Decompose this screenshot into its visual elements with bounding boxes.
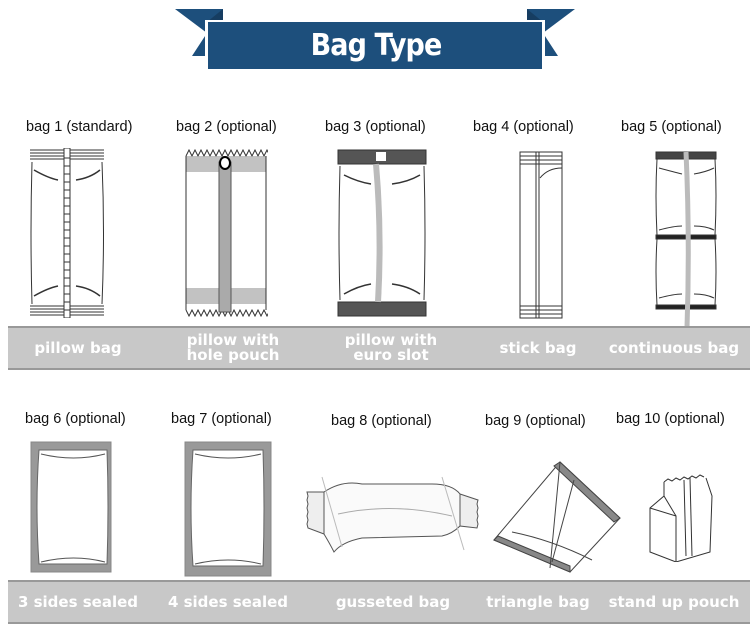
continuous-bag-name-text: continuous bag	[608, 338, 740, 357]
stick-bag-name-text: stick bag	[499, 338, 577, 357]
bag-1-label: bag 1 (standard)	[26, 119, 133, 135]
stick-bag-illustration	[519, 151, 563, 319]
hole-pouch-name-line2: hole pouch	[186, 346, 280, 364]
three-sides-sealed-name: 3 sides sealed	[17, 592, 139, 611]
euro-slot-illustration	[337, 149, 427, 317]
three-sides-sealed-illustration	[30, 441, 112, 573]
hole-pouch-illustration	[185, 148, 268, 318]
continuous-bag-illustration	[655, 151, 717, 328]
pillow-bag-illustration	[30, 148, 104, 318]
stick-bag-name: stick bag	[478, 328, 598, 368]
stand-up-pouch-name: stand up pouch	[608, 592, 740, 611]
pillow-bag-name: pillow bag	[8, 328, 148, 368]
continuous-bag-name: continuous bag	[598, 328, 750, 368]
stand-up-pouch-illustration	[649, 474, 713, 562]
bag-5-label: bag 5 (optional)	[621, 119, 722, 135]
bag-4-label: bag 4 (optional)	[473, 119, 574, 135]
row2-name-bar: 3 sides sealed 4 sides sealed gusseted b…	[8, 580, 750, 624]
euro-slot-name-line1: pillow with	[344, 331, 438, 349]
euro-slot-name-line2: euro slot	[353, 346, 429, 364]
pillow-bag-name-text: pillow bag	[34, 338, 122, 357]
gusseted-bag-illustration	[306, 476, 479, 553]
bag-8-label: bag 8 (optional)	[331, 413, 432, 429]
triangle-bag-illustration	[493, 461, 621, 573]
bag-7-label: bag 7 (optional)	[171, 411, 272, 427]
bag-9-label: bag 9 (optional)	[485, 413, 586, 429]
title-ribbon	[175, 9, 575, 70]
four-sides-sealed-illustration	[184, 441, 272, 577]
hole-pouch-name-line1: pillow with	[186, 331, 280, 349]
gusseted-bag-name: gusseted bag	[335, 592, 451, 611]
bag-2-label: bag 2 (optional)	[176, 119, 277, 135]
page-title: Bag Type	[310, 28, 443, 63]
bag-3-label: bag 3 (optional)	[325, 119, 426, 135]
triangle-bag-name: triangle bag	[486, 592, 590, 611]
bag-10-label: bag 10 (optional)	[616, 411, 725, 427]
four-sides-sealed-name: 4 sides sealed	[167, 592, 289, 611]
bag-6-label: bag 6 (optional)	[25, 411, 126, 427]
